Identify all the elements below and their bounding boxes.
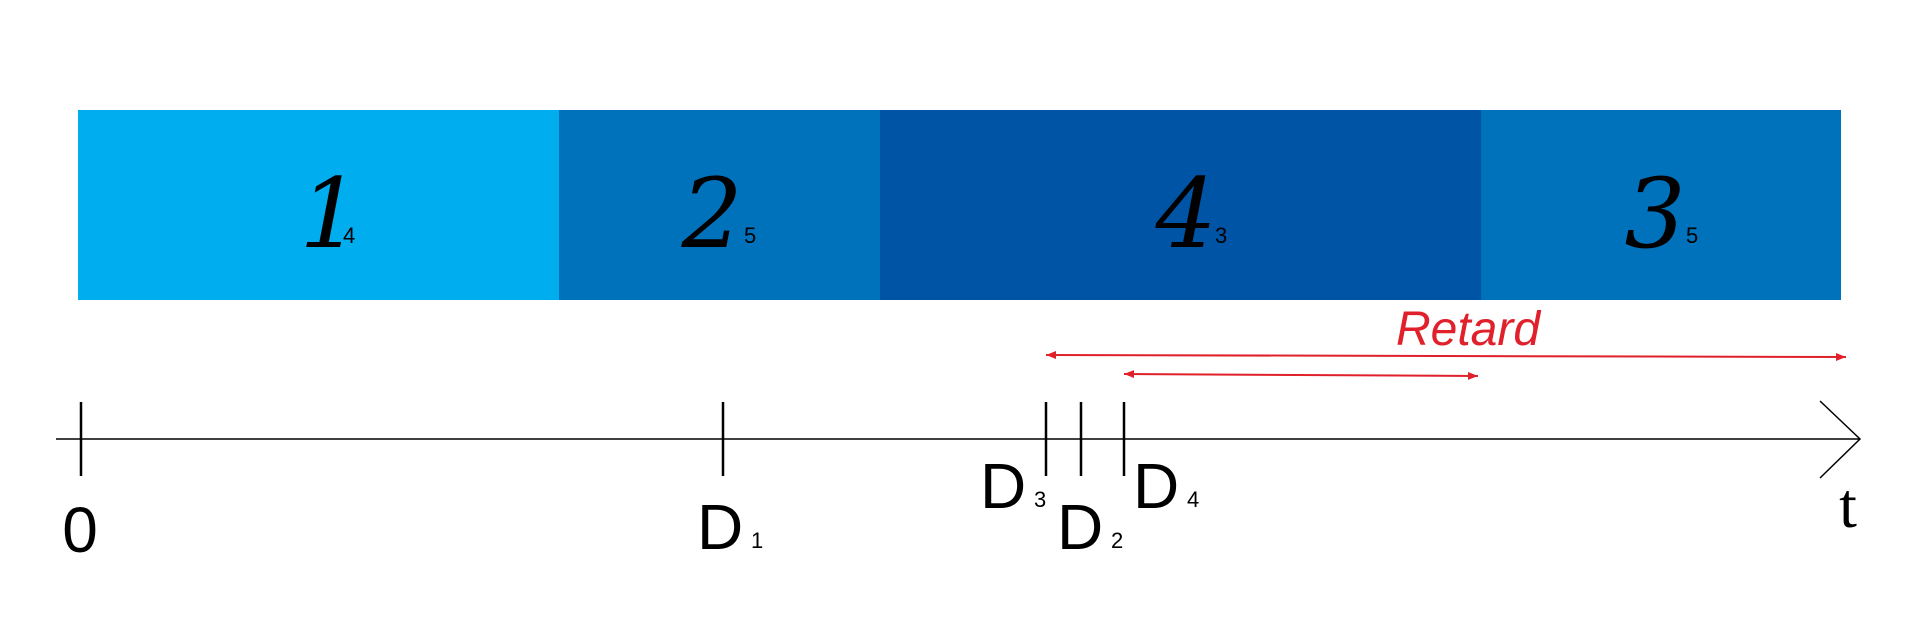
deadline-label-d1: D — [697, 491, 743, 563]
job-block-4-subscript: 3 — [1215, 223, 1227, 248]
job-block-4-number: 4 — [1154, 158, 1216, 270]
job-block-1: 1 4 — [78, 110, 559, 300]
delay-annotation: Retard — [1045, 303, 1847, 380]
job-block-3: 3 5 — [1481, 110, 1841, 300]
delay-label: Retard — [1396, 303, 1541, 356]
time-label: t — [1839, 470, 1857, 541]
deadline-subscript-d4: 4 — [1187, 487, 1199, 512]
deadline-label-d3: D — [980, 450, 1026, 522]
deadline-subscript-d2: 2 — [1111, 528, 1123, 553]
delay-arrow-short — [1123, 370, 1479, 380]
job-block-3-bar — [1481, 110, 1841, 300]
job-sequence: 1 4 2 5 4 3 3 5 — [78, 110, 1841, 300]
deadline-label-d4: D — [1133, 450, 1179, 522]
job-block-2: 2 5 — [559, 110, 880, 300]
deadline-subscript-d1: 1 — [751, 528, 763, 553]
origin-label: 0 — [62, 494, 98, 566]
job-block-2-number: 2 — [680, 158, 742, 270]
time-axis-arrowhead — [1819, 400, 1862, 479]
job-block-3-number: 3 — [1624, 158, 1685, 270]
job-block-1-number: 1 — [299, 158, 360, 270]
job-block-3-subscript: 5 — [1686, 223, 1698, 248]
job-block-1-bar — [78, 110, 559, 300]
delay-arrow-long — [1045, 351, 1847, 361]
job-block-2-bar — [559, 110, 880, 300]
time-axis: 0 D 1 D 3 D 2 D 4 t — [56, 400, 1862, 566]
deadline-subscript-d3: 3 — [1034, 487, 1046, 512]
job-block-4: 4 3 — [880, 110, 1481, 300]
job-block-4-bar — [880, 110, 1481, 300]
job-block-1-subscript: 4 — [343, 223, 355, 248]
job-block-2-subscript: 5 — [744, 223, 756, 248]
deadline-label-d2: D — [1057, 491, 1103, 563]
